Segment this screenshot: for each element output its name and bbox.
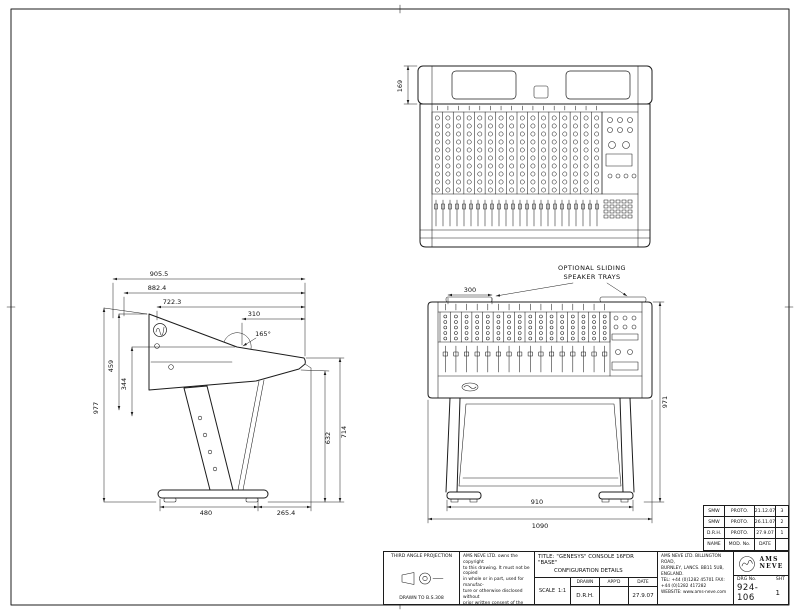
dimension-label: 165° xyxy=(255,330,271,338)
sht-label: SHT xyxy=(775,577,785,583)
right-stand-foot xyxy=(598,491,634,500)
rev-cell: 1 xyxy=(776,528,788,539)
drawing-number: 924-106 xyxy=(737,583,759,603)
sheet-number: 1 xyxy=(775,589,780,597)
rev-cell: PROTO. xyxy=(725,506,755,517)
console-side-profile xyxy=(148,313,306,391)
dimension-lines: 169 905.5 882.4 722.3 310 977 459 344 714 632 480 2… xyxy=(92,65,669,530)
rev-cell: SMW xyxy=(704,517,725,528)
dimension-label: 480 xyxy=(200,509,212,517)
third-angle-projection-icon xyxy=(401,571,443,585)
console-front-outline xyxy=(427,301,653,399)
approvals: DRAWN D.R.H. APP'D DATE 27.9.07 xyxy=(571,578,657,604)
drg-no-label: DRG No. xyxy=(737,577,757,583)
rev-header-cell: MOD. No. xyxy=(725,539,755,550)
console-leg xyxy=(183,385,234,491)
dimension-label: 714 xyxy=(340,426,348,438)
top-view-details xyxy=(431,105,637,227)
front-view: OPTIONAL SLIDING SPEAKER TRAYS xyxy=(427,264,653,503)
copyright-line: AMS NEVE LTD. owns the copyright xyxy=(463,554,518,565)
company-name-line: AMS xyxy=(759,555,779,563)
rev-header-cell: DATE xyxy=(755,539,776,550)
dimension-label: 910 xyxy=(531,498,543,506)
address-block: AMS NEVE LTD. BILLINGTON ROAD, BURNLEY, … xyxy=(658,552,734,604)
neve-front-logo-icon xyxy=(461,382,479,392)
copyright-line: prior written consent of the company. xyxy=(463,600,524,605)
left-stand-foot xyxy=(446,491,482,500)
company-name-line: NEVE xyxy=(759,562,784,570)
company-logo: AMS NEVE xyxy=(734,552,788,577)
console-foot xyxy=(157,489,269,499)
appd-label: APP'D xyxy=(600,578,628,587)
copyright-line: ture or otherwise disclosed without xyxy=(463,588,523,600)
right-sliding-tray xyxy=(599,296,647,303)
rev-cell: 27.9.07 xyxy=(755,528,776,539)
speaker-tray-note: SPEAKER TRAYS xyxy=(563,273,620,281)
top-view xyxy=(417,65,653,248)
projection-method-label: THIRD ANGLE PROJECTION xyxy=(390,554,453,559)
rev-cell: D.R.H. xyxy=(704,528,725,539)
dimension-label: 971 xyxy=(661,396,669,408)
dimension-label: 1090 xyxy=(532,522,549,530)
scale-label: SCALE xyxy=(538,588,555,594)
scale-box: SCALE 1:1 xyxy=(535,578,571,604)
drawn-label: DRAWN xyxy=(571,578,599,587)
side-view: 165° xyxy=(148,313,306,503)
rev-cell: PROTO. xyxy=(725,528,755,539)
address-line: BURNLEY, LANCS. BB11 5UB, ENGLAND. xyxy=(661,566,724,578)
dimension-label: 344 xyxy=(120,378,128,390)
rev-header-cell xyxy=(776,539,788,550)
appd-value xyxy=(600,587,628,604)
dimension-label: 977 xyxy=(92,402,100,414)
ams-neve-logo-icon xyxy=(739,555,756,572)
rev-cell: 2 xyxy=(776,517,788,528)
dimension-label: 905.5 xyxy=(150,270,169,278)
copyright-block: AMS NEVE LTD. owns the copyright to this… xyxy=(460,552,535,604)
drawn-value: D.R.H. xyxy=(576,592,594,599)
drawing-title: "GENESYS" CONSOLE 16FDR "BASE" xyxy=(538,554,634,566)
date-value: 27.9.07 xyxy=(632,592,654,599)
left-speaker-tray xyxy=(451,70,517,100)
neve-side-logo-icon xyxy=(153,323,167,337)
stand-frame xyxy=(458,403,622,487)
dimension-label: 169 xyxy=(396,80,404,92)
revision-table: SMW PROTO. 21.12.07 3 SMW PROTO. 26.11.0… xyxy=(703,505,789,551)
drawing-number-box: DRG No. SHT 924-106 1 xyxy=(734,576,788,604)
dimension-label: 310 xyxy=(248,310,260,318)
dimension-label: 632 xyxy=(324,432,332,444)
speaker-tray-note: OPTIONAL SLIDING xyxy=(558,264,626,272)
drawing-standard-label: DRAWN TO B.S.308 xyxy=(399,596,444,602)
left-sliding-tray xyxy=(445,296,493,303)
console-plan-outline xyxy=(419,103,651,248)
rev-cell: 21.12.07 xyxy=(755,506,776,517)
title-label: TITLE: xyxy=(538,554,555,560)
copyright-line: to this drawing. It must not be copied xyxy=(463,565,530,577)
drawing-subtitle: CONFIGURATION DETAILS xyxy=(554,568,623,574)
dimension-label: 722.3 xyxy=(163,298,182,306)
rev-cell: 3 xyxy=(776,506,788,517)
date-label: DATE xyxy=(629,578,657,587)
sheet-frame xyxy=(6,4,794,610)
front-view-details xyxy=(439,303,611,373)
dimension-label: 459 xyxy=(107,360,115,372)
rev-header-cell: NAME xyxy=(704,539,725,550)
right-speaker-tray xyxy=(565,70,631,100)
company-drg-block: AMS NEVE DRG No. SHT 924-106 1 xyxy=(734,552,788,604)
speaker-shelf-outline xyxy=(417,65,653,105)
dimension-label: 265.4 xyxy=(277,509,296,517)
dimension-label: 882.4 xyxy=(148,284,167,292)
address-line: WEBSITE: www.ams-neve.com xyxy=(661,590,727,596)
address-line: AMS NEVE LTD. BILLINGTON ROAD, xyxy=(661,554,722,566)
projection-block: THIRD ANGLE PROJECTION DRAWN TO B.S.308 xyxy=(384,552,460,604)
address-line: TEL: +44 (0)1282 45701 FAX: +44 (0)1282 … xyxy=(661,578,725,590)
title-block: THIRD ANGLE PROJECTION DRAWN TO B.S.308 … xyxy=(383,551,789,605)
dimension-label: 300 xyxy=(464,286,476,294)
title-area: TITLE:"GENESYS" CONSOLE 16FDR "BASE" CON… xyxy=(535,552,658,604)
rev-cell: PROTO. xyxy=(725,517,755,528)
rev-cell: SMW xyxy=(704,506,725,517)
rev-cell: 26.11.07 xyxy=(755,517,776,528)
scale-value: 1:1 xyxy=(557,588,567,594)
copyright-line: in whole or in part, used for manufac- xyxy=(463,577,524,589)
